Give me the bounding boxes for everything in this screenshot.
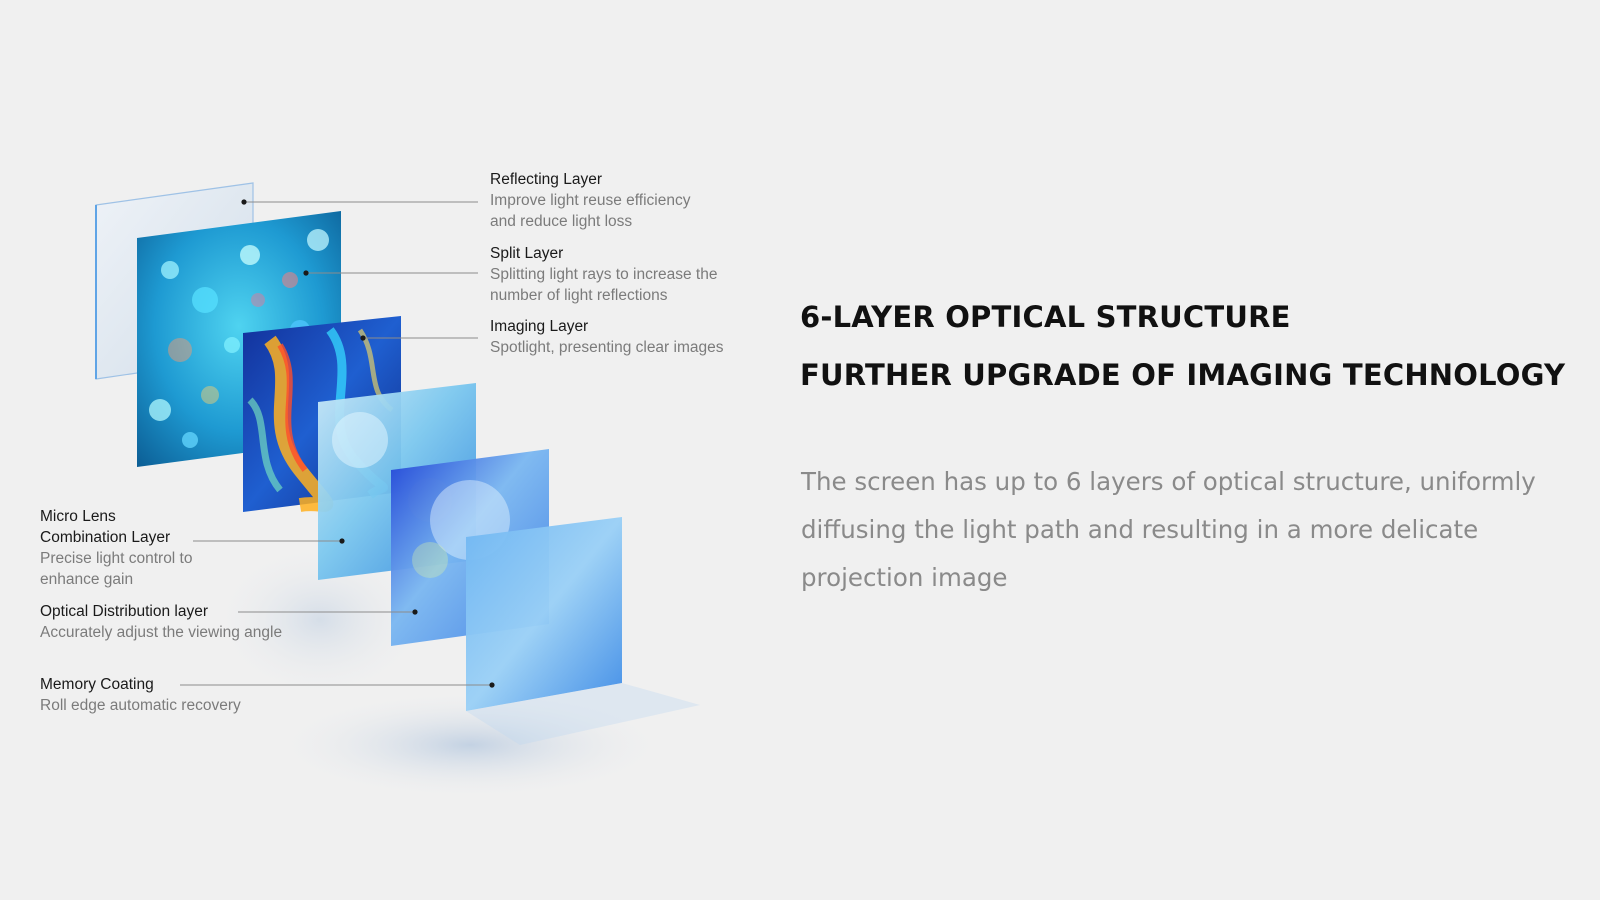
- reflecting-layer-description-line-1: Improve light reuse efficiency: [490, 192, 691, 209]
- micro-lens-layer-label: Micro Lens Combination Layer Precise lig…: [40, 506, 193, 590]
- memory-coating-layer-title: Memory Coating: [40, 676, 154, 693]
- split-layer-label: Split Layer Splitting light rays to incr…: [490, 243, 717, 306]
- reflecting-layer-description-line-2: and reduce light loss: [490, 213, 633, 230]
- split-layer-description-line-2: number of light reflections: [490, 287, 668, 304]
- split-layer-title: Split Layer: [490, 245, 564, 262]
- split-layer-description-line-1: Splitting light rays to increase the: [490, 266, 718, 283]
- memory-coating-layer-label: Memory Coating Roll edge automatic recov…: [40, 674, 241, 716]
- leader-lines: [180, 201, 492, 686]
- micro-lens-layer-title-line-2: Combination Layer: [40, 529, 171, 546]
- headline-line-2: FURTHER UPGRADE OF IMAGING TECHNOLOGY: [800, 358, 1566, 392]
- anchor-dots: [241, 199, 495, 688]
- imaging-layer-description: Spotlight, presenting clear images: [490, 339, 724, 356]
- micro-lens-layer-description-line-2: enhance gain: [40, 571, 134, 588]
- optical-distribution-layer-label: Optical Distribution layer Accurately ad…: [40, 601, 282, 643]
- micro-lens-layer-description-line-1: Precise light control to: [40, 550, 193, 567]
- optical-distribution-layer-description: Accurately adjust the viewing angle: [40, 624, 283, 641]
- reflecting-layer-label: Reflecting Layer Improve light reuse eff…: [490, 169, 690, 232]
- stack-glow: [210, 540, 430, 700]
- description-paragraph: The screen has up to 6 layers of optical…: [801, 467, 1536, 592]
- imaging-layer-title: Imaging Layer: [490, 318, 589, 335]
- imaging-layer-label: Imaging Layer Spotlight, presenting clea…: [490, 316, 724, 358]
- memory-coating-layer-panel: [466, 517, 700, 745]
- optical-distribution-layer-title: Optical Distribution layer: [40, 603, 208, 620]
- micro-lens-layer-title-line-1: Micro Lens: [40, 508, 116, 525]
- memory-coating-layer-description: Roll edge automatic recovery: [40, 697, 241, 714]
- stack-shadow: [270, 690, 670, 800]
- headline-line-1: 6-LAYER OPTICAL STRUCTURE: [800, 300, 1291, 334]
- reflecting-layer-title: Reflecting Layer: [490, 171, 603, 188]
